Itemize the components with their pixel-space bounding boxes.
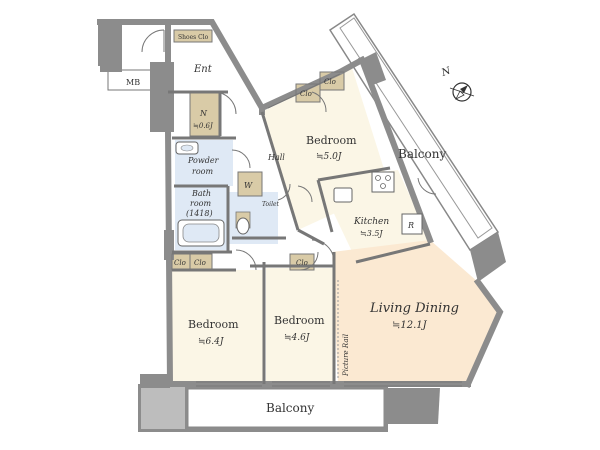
powder-room-label-1: Powder (187, 156, 220, 165)
meter-box-label: MB (126, 78, 140, 87)
bath-room-label-1: Bath (191, 189, 211, 198)
washer-icon (237, 171, 263, 197)
hall-label: Hall (267, 153, 285, 162)
bathtub-icon (177, 219, 225, 247)
balcony-south-label: Balcony (266, 401, 314, 415)
balcony-south-area (138, 384, 440, 432)
living-dining-size: ≒12.1J (392, 320, 428, 331)
bath-room-label-2: room (190, 199, 211, 208)
closet-sw-2-floor (190, 254, 212, 270)
kitchen-size: ≒3.5J (360, 229, 383, 238)
living-dining-label: Living Dining (369, 301, 459, 316)
closet-s-label: Clo (296, 259, 308, 267)
washbasin-icon (175, 141, 199, 155)
washer-label: W (244, 181, 253, 190)
shoes-closet-label: Shoes Clo (178, 34, 209, 41)
refrigerator-label: R (407, 221, 414, 230)
shoes-closet-floor (174, 30, 212, 42)
structural-columns (100, 22, 386, 388)
bedroom-sw-size: ≒6.4J (198, 337, 225, 347)
entrance-label: Ent (193, 64, 213, 75)
refrigerator-icon (401, 213, 423, 235)
kitchen-sink-icon (333, 187, 353, 203)
closet-outlines (171, 29, 345, 271)
powder-room-label-2: room (192, 167, 213, 176)
bath-room-label-3: (1418) (186, 209, 213, 218)
picture-rail-label: Picture Rail (342, 334, 350, 377)
bedroom-ne-label: Bedroom (306, 134, 357, 147)
entrance-floor (168, 40, 228, 92)
kitchen-label: Kitchen (353, 217, 389, 227)
bedroom-s-size: ≒4.6J (284, 333, 311, 343)
closet-sw-1-label: Clo (174, 259, 186, 267)
closet-sw-1-floor (172, 254, 190, 270)
closet-ne-1-label: Clo (300, 90, 312, 98)
compass-icon (449, 82, 475, 102)
toilet-label: Toilet (262, 201, 280, 208)
storage-n-label: N (199, 109, 208, 118)
closet-ne-2-label: Clo (324, 78, 336, 86)
living-dining-floor (332, 240, 500, 384)
balcony-east-label: Balcony (398, 147, 446, 161)
windows (196, 73, 462, 387)
stove-icon (371, 171, 395, 193)
bedroom-s-floor (266, 268, 334, 384)
storage-n-size: ≒0.6J (193, 122, 214, 130)
storage-n-floor (190, 92, 220, 136)
compass-label: N (439, 65, 453, 79)
door-swings (141, 29, 437, 271)
bedroom-s-label: Bedroom (274, 314, 325, 327)
bedroom-ne-size: ≒5.0J (316, 152, 343, 162)
toilet-floor (228, 192, 278, 244)
bedroom-sw-label: Bedroom (188, 318, 239, 331)
toilet-icon (235, 211, 251, 235)
bedroom-sw-floor (172, 270, 264, 384)
closet-sw-2-label: Clo (194, 259, 206, 267)
